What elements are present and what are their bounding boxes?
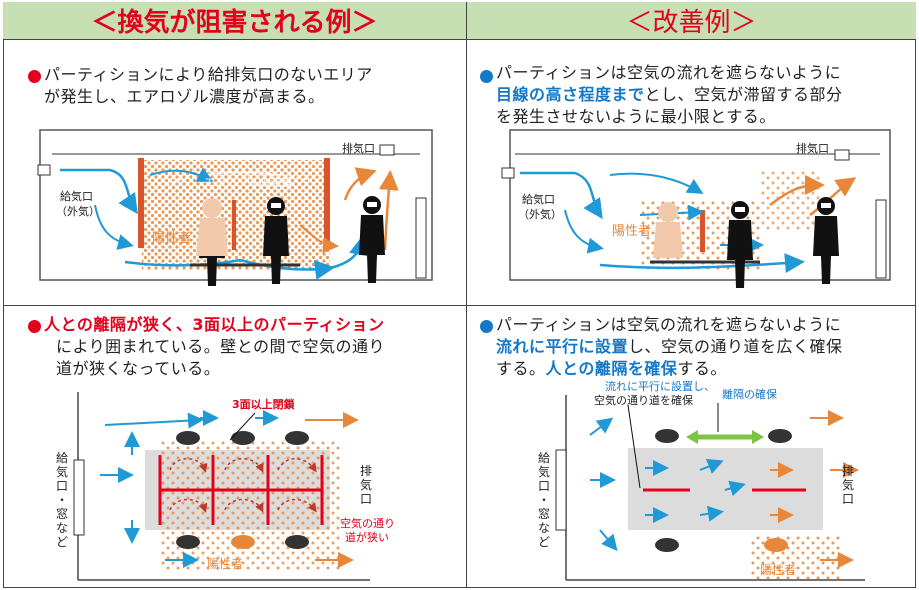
narrow-label: 空気の通り [340,516,395,530]
partition [700,210,705,252]
parallel-sub-label: 空気の通り道を確保 [594,393,693,407]
supply-sub-label: （外気） [56,204,100,218]
supply-vertical-char: 窓 [56,506,68,521]
q2-line3: を発生させないように最小限とする。 [496,107,776,126]
supply-vent-icon [501,167,515,179]
partition-right [324,158,330,250]
q1-room-diagram: 排気口 給気口 （外気） エアロゾルの滞留 陽性者 [37,129,433,286]
right-title: ＜改善例＞ [626,8,757,38]
right-header: ＜改善例＞ [467,2,916,40]
supply-label: 給気口 [522,192,555,206]
positive-label: 陽性者 [612,224,651,239]
q4-line2-rest: し、空気の通り道を広く確保 [628,337,843,356]
partition-center [232,200,236,250]
supply-label: 給気口 [60,189,93,203]
q3-line2: により囲まれている。壁との間で空気の通り [56,337,386,356]
positive-person-icon [764,538,788,552]
q2-room-diagram: 排気口 給気口 （外気） 陽性者 [501,129,891,288]
q2-line1: パーティションは空気の流れを遮らないように [496,63,842,82]
exhaust-label: 排気口 [796,141,829,155]
q4-line3-bold: 人との離隔を確保 [545,359,678,378]
q4-floor-diagram: 流れに平行に設置し、 空気の通り道を確保 離隔の確保 陽性者 給気口・窓など 排… [538,379,865,581]
q4-text: パーティションは空気の流れを遮らないように 流れに平行に設置し、空気の通り道を広… [496,314,843,380]
horizontal-divider [3,305,916,306]
supply-vertical-char: ど [56,535,68,549]
q4-line3-post: する。 [677,359,727,378]
exhaust-vertical-label: 排気口 [842,464,854,506]
supply-vertical-char: ・ [538,493,550,507]
narrow-sub-label: 道が狭い [345,530,389,544]
exhaust-vertical-char: 口 [360,492,372,506]
supply-vertical-char: ・ [56,493,68,507]
supply-vertical-char: 口 [56,479,68,493]
q3-line3: 道が狭くなっている。 [56,359,221,378]
q4-line3-pre: する。 [496,359,546,378]
aerosol-label: エアロゾルの滞留 [204,176,292,189]
q1-line1: パーティションにより給排気口のないエリア [44,65,373,84]
q3-floor-diagram: 3面以上閉鎖 空気の通り 道が狭い 陽性者 給気口・窓など 排気口 [56,392,395,581]
exhaust-vent-icon [834,149,850,161]
q4-line2-bold: 流れに平行に設置 [496,337,629,356]
blue-bullet-icon [480,320,493,333]
q2-line2-rest: とし、空気が滞留する部分 [644,85,843,104]
q4-line1: パーティションは空気の流れを遮らないように [496,315,842,334]
exhaust-vertical-char: 気 [842,477,854,492]
q3-line1-bold: 人との離隔が狭く、3面以上のパーティション [44,315,385,334]
blue-bullet-icon [480,70,493,83]
exhaust-label: 排気口 [342,141,375,155]
q1-text: パーティションにより給排気口のないエリア が発生し、エアロゾル濃度が高まる。 [44,64,373,108]
supply-vertical-char: ど [538,535,550,549]
positive-person-icon [658,202,678,222]
exhaust-vent-icon [379,144,395,156]
supply-vertical-char: 口 [538,479,550,493]
q3-text: 人との離隔が狭く、3面以上のパーティション により囲まれている。壁との間で空気の… [44,314,385,380]
supply-vertical-char: な [56,521,68,535]
parallel-label: 流れに平行に設置し、 [605,379,715,393]
supply-vertical-label: 給気口・窓など [538,451,550,549]
supply-vertical-char: 気 [538,464,550,479]
q2-text: パーティションは空気の流れを遮らないように 目線の高さ程度までとし、空気が滞留す… [496,62,843,128]
red-bullet-icon [28,70,41,83]
supply-sub-label: （外気） [518,207,562,221]
left-header: ＜換気が阻害される例＞ [3,2,467,40]
exhaust-vertical-char: 排 [360,464,372,478]
supply-vertical-char: 給 [56,451,68,465]
aerosol-cloud [160,440,340,570]
positive-person-icon [231,535,255,549]
partition-left [138,158,144,248]
supply-vertical-char: 気 [56,464,68,479]
q1-line2: が発生し、エアロゾル濃度が高まる。 [44,87,325,106]
positive-label: 陽性者 [207,557,243,571]
supply-vertical-char: 窓 [538,506,550,521]
positive-label: 陽性者 [760,563,796,577]
red-bullet-icon [28,320,41,333]
closed-label: 3面以上閉鎖 [232,397,296,411]
exhaust-vertical-char: 排 [842,464,854,478]
supply-vertical-char: な [538,521,550,535]
supply-vent-icon [37,164,51,176]
q2-line2-bold: 目線の高さ程度まで [496,85,645,104]
distance-label: 離隔の確保 [722,387,777,401]
supply-vertical-char: 給 [538,451,550,465]
positive-label: 陽性者 [152,231,191,246]
exhaust-vertical-label: 排気口 [360,464,372,506]
supply-vertical-label: 給気口・窓など [56,451,68,549]
vertical-divider [466,40,467,588]
exhaust-vertical-char: 気 [360,477,372,492]
exhaust-vertical-char: 口 [842,492,854,506]
left-title: ＜換気が阻害される例＞ [91,8,378,38]
